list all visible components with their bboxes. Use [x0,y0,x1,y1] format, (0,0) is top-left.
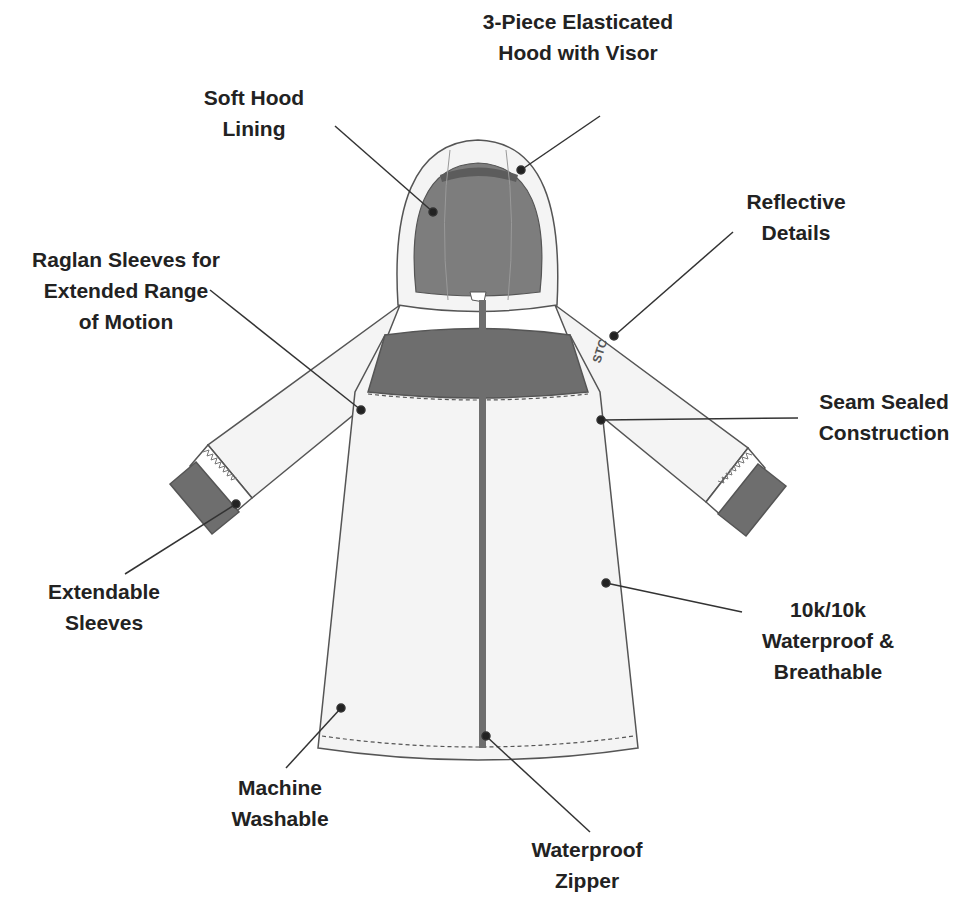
feature-label: Raglan Sleeves for Extended Range of Mot… [31,244,221,337]
zipper [479,300,486,748]
feature-label: Soft Hood Lining [189,82,319,144]
feature-label: Reflective Details [726,186,866,248]
yoke-panel [368,329,588,399]
hood [397,140,558,312]
leader-dot [602,579,610,587]
leader-dot [597,416,605,424]
leader-dot [482,732,490,740]
leader-dot [337,704,345,712]
feature-label: Waterproof Zipper [507,834,667,896]
leader-line [606,583,742,612]
right-extendable-cuff [718,464,786,536]
leader-dot [517,166,525,174]
leader-dot [357,406,365,414]
leader-dot [232,500,240,508]
leader-line [614,232,733,336]
feature-label: 3-Piece Elasticated Hood with Visor [480,6,676,68]
feature-label: Machine Washable [210,772,350,834]
feature-label: 10k/10k Waterproof & Breathable [744,594,912,687]
leader-line [286,708,341,768]
hood-panel-seams [444,150,511,300]
leader-line [210,290,361,410]
feature-label: Seam Sealed Construction [799,386,969,448]
leader-line [125,504,236,574]
elastic-zigzag [203,450,237,480]
leader-line [601,418,798,420]
elastic-zigzag [718,453,752,483]
feature-label: Extendable Sleeves [29,576,179,638]
hem-stitching [322,736,634,747]
leader-dot [610,332,618,340]
leader-line [521,116,600,170]
hood-visor [440,168,518,183]
seam-stitching [368,394,588,400]
leader-dot [429,208,437,216]
leader-line [486,736,590,832]
hood-lining [414,163,542,296]
leader-line [335,126,433,212]
